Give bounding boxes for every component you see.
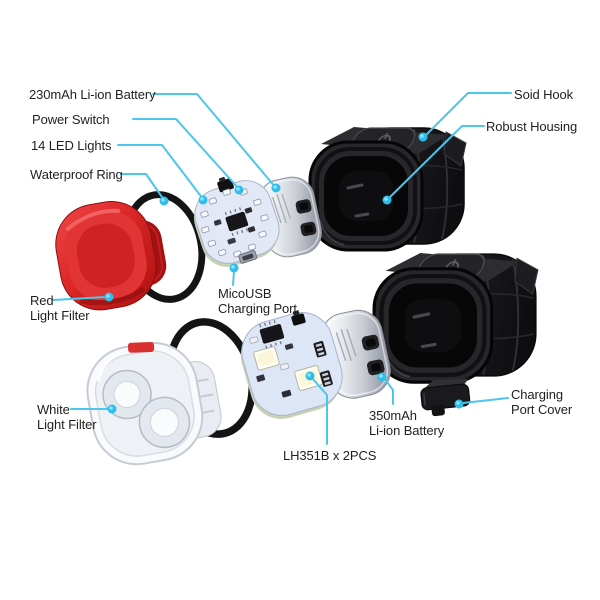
leader-lines bbox=[52, 92, 512, 445]
leader-lh351b bbox=[311, 377, 328, 445]
leader-dots bbox=[104, 132, 464, 414]
leader-hook bbox=[424, 92, 512, 137]
label-lh351b: LH351B x 2PCS bbox=[283, 448, 377, 463]
label-350mah-battery: 350mAh Li-ion Battery bbox=[369, 408, 445, 438]
leader-housing bbox=[388, 125, 485, 199]
label-micousb-port: MicoUSB Charging Port bbox=[218, 286, 297, 316]
label-14-led-lights: 14 LED Lights bbox=[31, 138, 112, 153]
leader-waterproof bbox=[120, 173, 165, 201]
leader-micousb bbox=[232, 270, 235, 286]
label-robust-housing: Robust Housing bbox=[486, 119, 578, 134]
label-230mah-battery: 230mAh Li-ion Battery bbox=[29, 87, 156, 102]
leader-red-filter bbox=[52, 296, 107, 301]
robust-housing-bottom bbox=[374, 253, 538, 382]
charging-port-cover bbox=[420, 378, 471, 417]
label-white-filter: White Light Filter bbox=[37, 402, 97, 432]
leader-14led bbox=[117, 144, 204, 200]
white-light-filter bbox=[86, 341, 222, 466]
red-light-filter bbox=[55, 201, 167, 311]
label-power-switch: Power Switch bbox=[32, 112, 110, 127]
led-pcb bbox=[240, 310, 343, 419]
label-soid-hook: Soid Hook bbox=[514, 87, 574, 102]
leader-230mah bbox=[152, 93, 277, 189]
label-charging-cover: Charging Port Cover bbox=[511, 387, 573, 417]
control-pcb bbox=[193, 176, 280, 267]
led-array bbox=[200, 188, 269, 258]
leader-350mah bbox=[383, 377, 394, 405]
label-waterproof-ring: Waterproof Ring bbox=[30, 167, 123, 182]
leader-cover bbox=[462, 397, 509, 404]
leader-power-switch bbox=[132, 118, 240, 190]
label-red-filter: Red Light Filter bbox=[30, 293, 90, 323]
